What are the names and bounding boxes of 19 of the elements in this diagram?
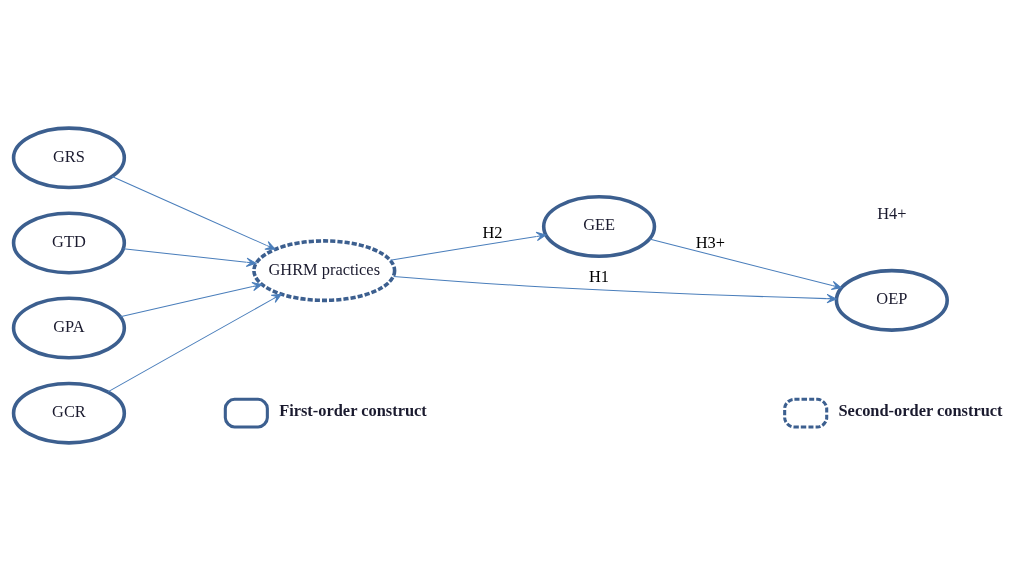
edge-label: H2 (482, 222, 503, 242)
legend-label: First-order construct (279, 400, 427, 420)
node-ellipse: GCR (11, 381, 127, 445)
node-ellipse: GEE (541, 194, 657, 258)
arrow (107, 293, 282, 392)
arrow (122, 247, 257, 267)
node-ellipse: OEP (834, 268, 949, 332)
arrow (648, 238, 842, 290)
arrow (111, 175, 276, 250)
node-ellipse: GPA (11, 296, 127, 360)
node-ellipse: GRS (11, 125, 127, 189)
arrow (119, 281, 263, 317)
arrow (389, 231, 547, 261)
arrow (393, 275, 837, 303)
edge-label: H1 (589, 266, 610, 286)
legend-label: Second-order construct (838, 400, 1003, 420)
label: H4+ (877, 203, 907, 223)
edge-label: H3+ (695, 232, 725, 252)
node-ellipse: GTD (11, 210, 127, 274)
